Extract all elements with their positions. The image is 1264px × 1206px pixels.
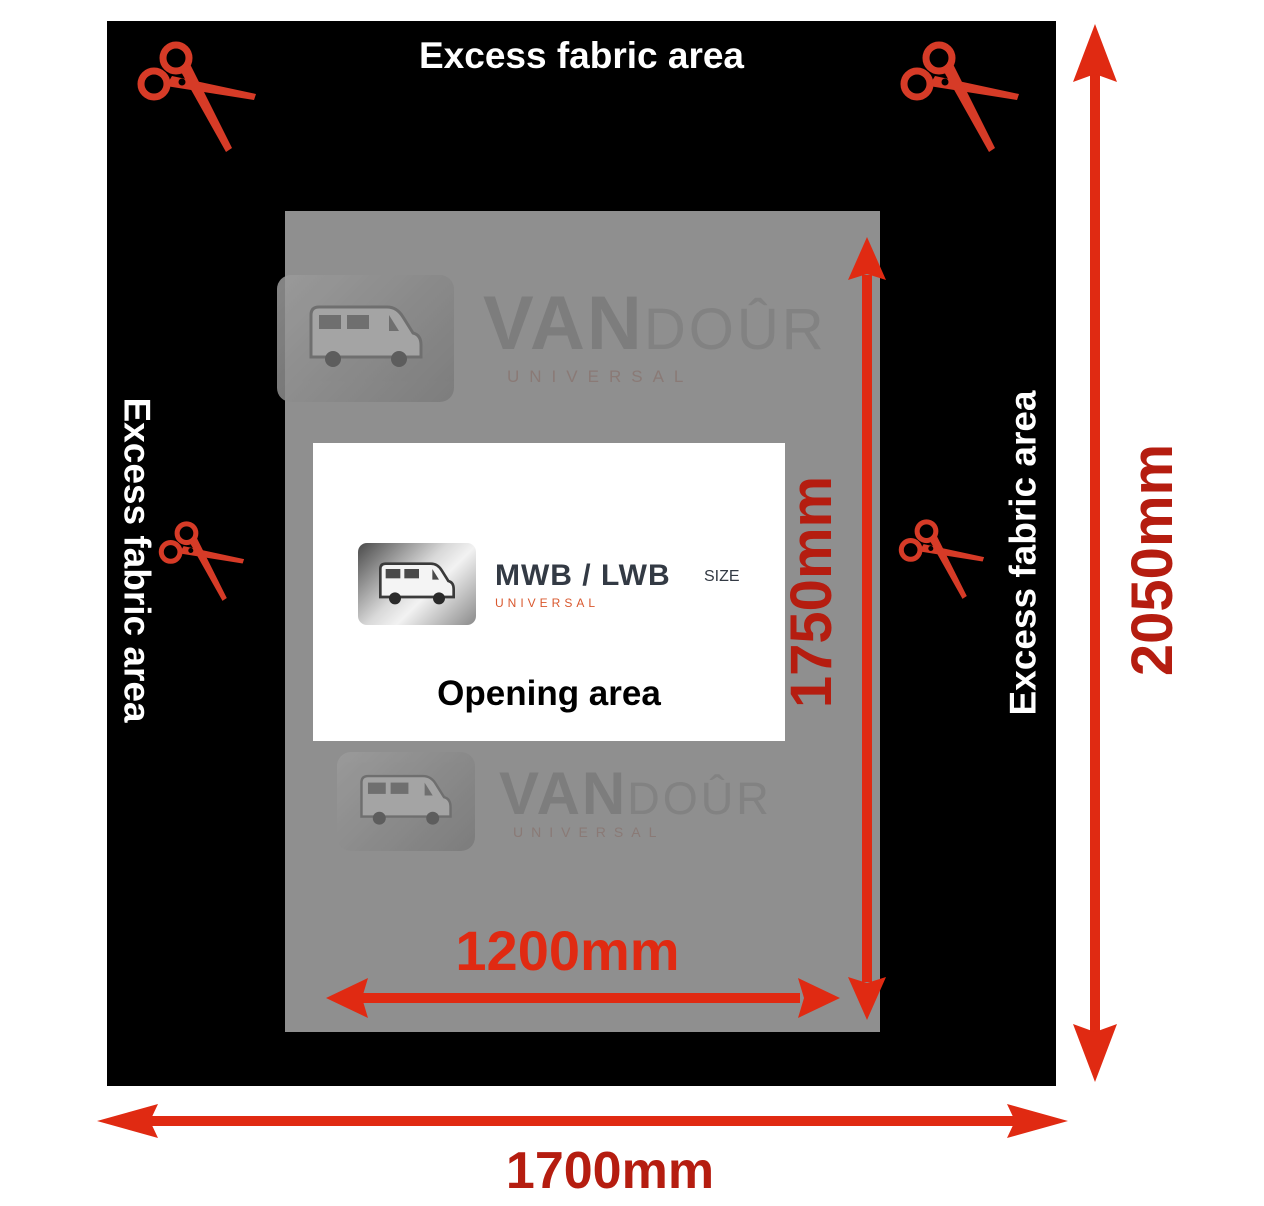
dimension-arrow [97, 1104, 1068, 1138]
total-height-label: 2050mm [1120, 443, 1185, 677]
scissors-icon [161, 524, 244, 601]
size-title: MWB / LWB [495, 559, 671, 592]
watermark-badge [277, 275, 454, 402]
watermark-badge [337, 752, 475, 851]
opening-area-label: Opening area [437, 674, 661, 713]
dimension-arrow [848, 237, 886, 1020]
opening-width-label: 1200mm [455, 919, 680, 982]
van-icon [309, 305, 423, 367]
total-width-label: 1700mm [505, 1142, 715, 1200]
excess-fabric-label-top: Excess fabric area [418, 35, 744, 76]
opening-height-label: 1750mm [779, 475, 844, 709]
watermark-brand-sub: UNIVERSAL [513, 824, 665, 840]
scissors-icon [901, 522, 984, 599]
size-badge [358, 543, 476, 625]
dimension-arrow [1073, 24, 1117, 1082]
watermark-brand-sub: UNIVERSAL [507, 367, 694, 386]
watermark-brand-primary: VAN [499, 760, 628, 827]
watermark-brand-secondary: DOÛR [643, 297, 827, 362]
watermark-brand-secondary: DOÛR [627, 773, 772, 824]
opening-area-card: MWB / LWB SIZE UNIVERSAL Opening area [313, 443, 785, 741]
watermark-brand-primary: VAN [483, 281, 644, 366]
scissors-icon [141, 45, 256, 152]
scissors-icon [904, 45, 1019, 152]
van-icon [379, 562, 455, 605]
size-suffix: SIZE [704, 568, 740, 585]
dimension-arrow [326, 978, 840, 1018]
size-subtitle: UNIVERSAL [495, 596, 600, 610]
van-icon [360, 774, 452, 825]
